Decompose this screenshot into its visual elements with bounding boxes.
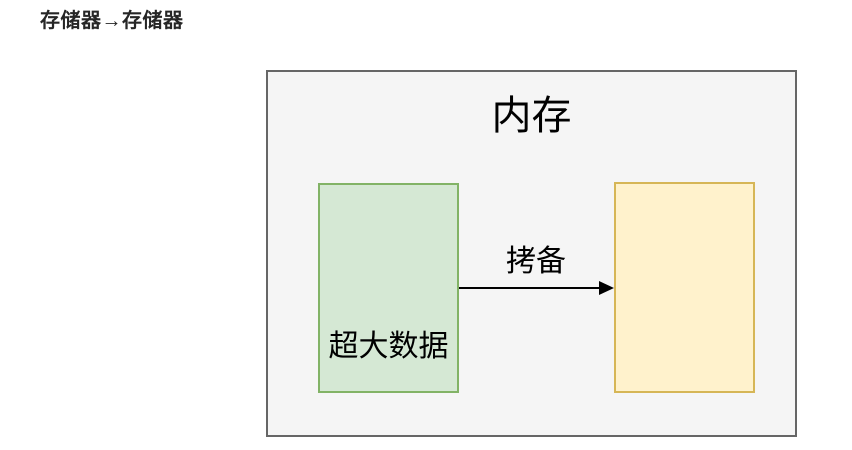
source-data-box-label: 超大数据 — [328, 330, 449, 363]
target-data-box — [614, 182, 755, 393]
copy-arrow-head — [599, 281, 614, 295]
source-data-box: 超大数据 — [318, 183, 459, 393]
copy-arrow-icon — [459, 281, 614, 295]
copy-arrow-label: 拷备 — [506, 245, 566, 278]
memory-container-label: 内存 — [491, 94, 572, 138]
memory-container-box: 内存 超大数据 拷备 — [266, 70, 797, 437]
page-title: 存储器→存储器 — [40, 10, 184, 32]
